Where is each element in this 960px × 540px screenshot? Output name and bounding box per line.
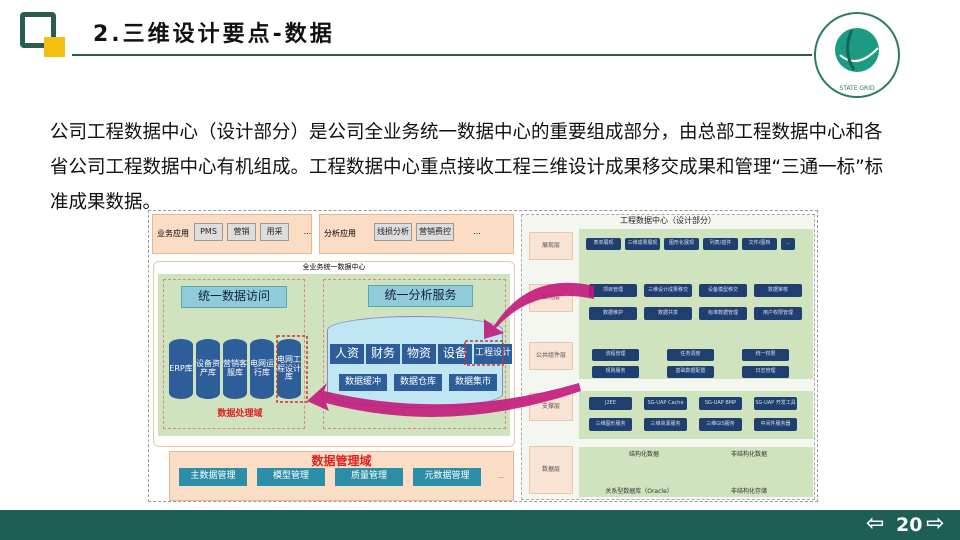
data-structured-label: 结构化数据 — [628, 450, 659, 458]
business-app-label: 业务应用 — [157, 228, 189, 238]
analysis-app-label: 分析应用 — [324, 228, 356, 238]
database-cylinder: 设备资产库 — [196, 339, 220, 399]
app-item: 数据审核 — [754, 284, 802, 297]
common-item: 任务调度 — [667, 349, 714, 361]
support-item: 三维资源服务 — [644, 418, 687, 431]
business-app-item: PMS — [194, 223, 223, 241]
support-item: SG-UAP BMP — [699, 397, 742, 410]
mgmt-item: 主数据管理 — [179, 468, 247, 486]
support-item: SG-UAP Cache — [644, 397, 687, 410]
process-domain-label: 数据处理域 — [217, 409, 263, 420]
title-decoration-accent — [44, 37, 65, 57]
title-decoration-square — [20, 12, 56, 48]
common-item: 基础数据配置 — [667, 366, 714, 378]
title-divider — [72, 54, 812, 56]
analysis-app-item: 营销费控 — [416, 223, 454, 241]
svg-text:STATE GRID: STATE GRID — [839, 85, 875, 92]
layer-label: 公共组件层 — [529, 342, 573, 370]
show-item: ... — [781, 238, 795, 250]
layer-band — [579, 229, 813, 279]
data-relational-label: 关系型数据库（Oracle） — [605, 487, 673, 495]
support-item: 三维GIS服务 — [699, 418, 742, 431]
support-item: 中间件服务器 — [754, 418, 797, 431]
business-app-item: ... — [303, 226, 312, 236]
common-item: 统一权限 — [742, 349, 789, 361]
database-cylinder: ERP库 — [169, 339, 193, 399]
analysis-app-item: ... — [473, 226, 481, 236]
page-number: 20 — [896, 514, 923, 536]
flow-step: 数据缓冲 — [339, 374, 387, 391]
support-item: 三维图形服务 — [589, 418, 632, 431]
next-page-button[interactable]: ⇨ — [926, 511, 945, 536]
intro-paragraph: 公司工程数据中心（设计部分）是公司全业务统一数据中心的重要组成部分，由总部工程数… — [50, 122, 884, 213]
footer-bar — [0, 510, 960, 540]
subject-1: 财务 — [366, 344, 400, 364]
curved-arrow-left-bottom — [307, 383, 581, 417]
show-item: 列表/插件 — [703, 238, 738, 250]
mgmt-domain-label: 数据管理域 — [311, 454, 372, 468]
common-item: 流程管理 — [592, 349, 639, 361]
mgmt-item: 元数据管理 — [413, 468, 481, 486]
flow-step: 数据集市 — [449, 374, 497, 391]
common-item: 日志管理 — [742, 366, 789, 378]
layer-label: 数据层 — [529, 446, 573, 494]
subject-2: 物资 — [402, 344, 436, 364]
page-title: 2.三维设计要点-数据 — [93, 22, 335, 47]
subject-0: 人资 — [330, 344, 364, 364]
mgmt-item: 模型管理 — [257, 468, 325, 486]
data-unstructured-store-label: 非结构化存储 — [730, 487, 767, 495]
analysis-app-panel: 分析应用 — [319, 214, 514, 254]
show-item: 三维成果展现 — [625, 238, 660, 250]
database-cylinder: 营销客服库 — [223, 339, 247, 399]
app-item: 数据维护 — [589, 307, 637, 320]
common-item: 规则服务 — [592, 366, 639, 378]
database-cylinder: 电网工程设计库 — [277, 339, 301, 399]
unified-data-access: 统一数据访问 — [181, 286, 287, 308]
business-app-item: 用采 — [260, 223, 289, 241]
architecture-diagram: 业务应用 分析应用 全业务统一数据中心 统一数据访问 数据处理域 统一分析服务 … — [148, 210, 818, 502]
app-item: 标准数据管理 — [699, 307, 747, 320]
mgmt-item: 质量管理 — [335, 468, 403, 486]
app-item: 三维设计成果移交 — [644, 284, 692, 297]
support-item: J2EE — [589, 397, 632, 410]
data-unstructured-label: 非结构化数据 — [730, 450, 767, 458]
curved-arrow-left-top — [484, 282, 594, 339]
layer-label: 展现层 — [529, 232, 573, 260]
show-item: 表单展现 — [586, 238, 621, 250]
app-item: 设备模型移交 — [699, 284, 747, 297]
app-item: 数据共享 — [644, 307, 692, 320]
show-item: 图形化展现 — [664, 238, 699, 250]
show-item: 文件/图档 — [742, 238, 777, 250]
center-title: 全业务统一数据中心 — [302, 263, 366, 271]
analysis-app-item: 线损分析 — [374, 223, 412, 241]
unified-analysis-service: 统一分析服务 — [368, 285, 473, 307]
mgmt-item: ... — [498, 472, 504, 480]
layer-band — [579, 447, 813, 497]
database-cylinder: 电网运行库 — [250, 339, 274, 399]
support-item: SG-UAP 开发工具 — [754, 397, 797, 410]
unified-data-center: 全业务统一数据中心 — [153, 261, 515, 447]
flow-step: 数据仓库 — [394, 374, 442, 391]
subject-3: 设备 — [438, 344, 472, 364]
state-grid-logo-icon: STATE GRID — [814, 12, 900, 98]
business-app-item: 营销 — [227, 223, 256, 241]
app-item: 项目管理 — [589, 284, 637, 297]
app-item: 用户权限管理 — [754, 307, 802, 320]
prev-page-button[interactable]: ⇦ — [866, 511, 885, 536]
flow-arrows — [276, 282, 594, 417]
process-domain-frame — [163, 279, 305, 429]
edc-title: 工程数据中心（设计部分） — [620, 215, 716, 225]
